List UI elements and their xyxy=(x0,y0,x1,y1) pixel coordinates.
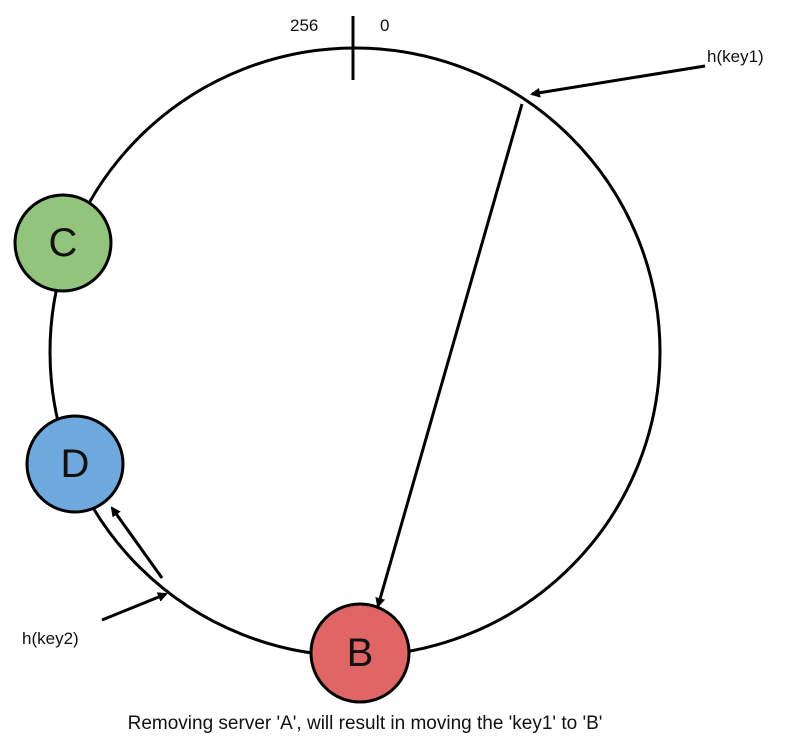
server-node-b: B xyxy=(309,602,411,704)
key1-hash-label: h(key1) xyxy=(707,47,764,66)
server-node-c: C xyxy=(13,193,113,293)
server-node-c-circle xyxy=(13,193,113,293)
key2-hash-arrow xyxy=(101,592,168,622)
marker-label-256: 256 xyxy=(290,16,318,35)
server-node-b-label: B xyxy=(347,631,374,675)
hash-ring xyxy=(48,46,662,658)
key2-hash-label: h(key2) xyxy=(22,629,79,648)
marker-label-0: 0 xyxy=(380,16,389,35)
server-node-c-label: C xyxy=(49,221,78,265)
key1-move-arrow xyxy=(375,103,524,608)
server-node-d-circle xyxy=(25,414,125,514)
server-node-b-circle xyxy=(309,602,411,704)
server-node-d: D xyxy=(25,414,125,514)
server-node-d-label: D xyxy=(61,442,90,486)
key2-assign-arrow xyxy=(110,506,164,579)
diagram-caption: Removing server 'A', will result in movi… xyxy=(128,713,603,734)
key1-hash-arrow xyxy=(530,64,706,98)
